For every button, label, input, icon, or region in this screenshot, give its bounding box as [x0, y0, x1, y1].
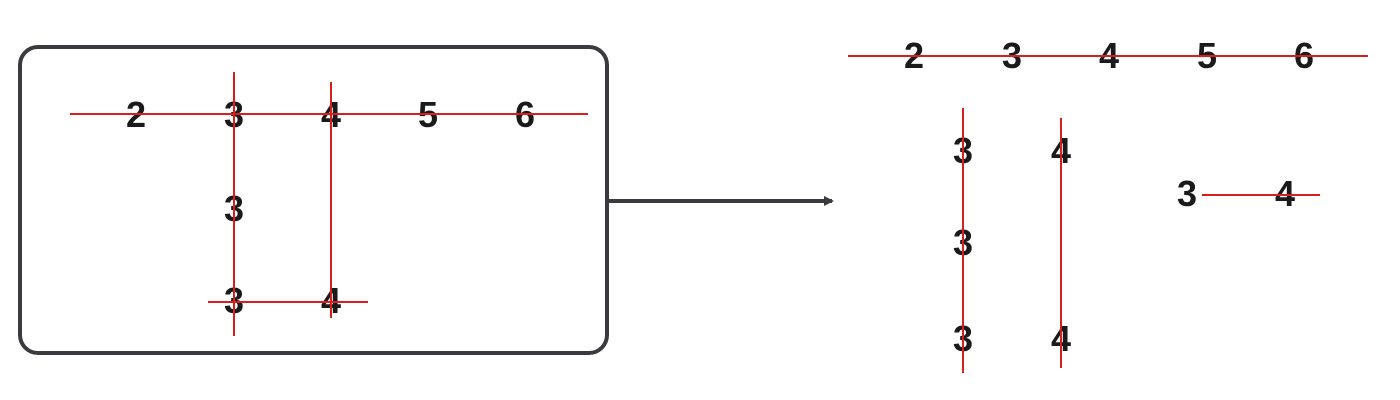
right-panel: 2 3 4 5 6 3 3 3 4 4 3 4 — [848, 35, 1368, 373]
right-pair-number-2: 4 — [1275, 173, 1295, 214]
right-pair-number-1: 3 — [1177, 173, 1197, 214]
left-panel-box — [18, 45, 609, 355]
left-panel: 2 3 4 5 6 3 3 4 — [18, 45, 609, 355]
